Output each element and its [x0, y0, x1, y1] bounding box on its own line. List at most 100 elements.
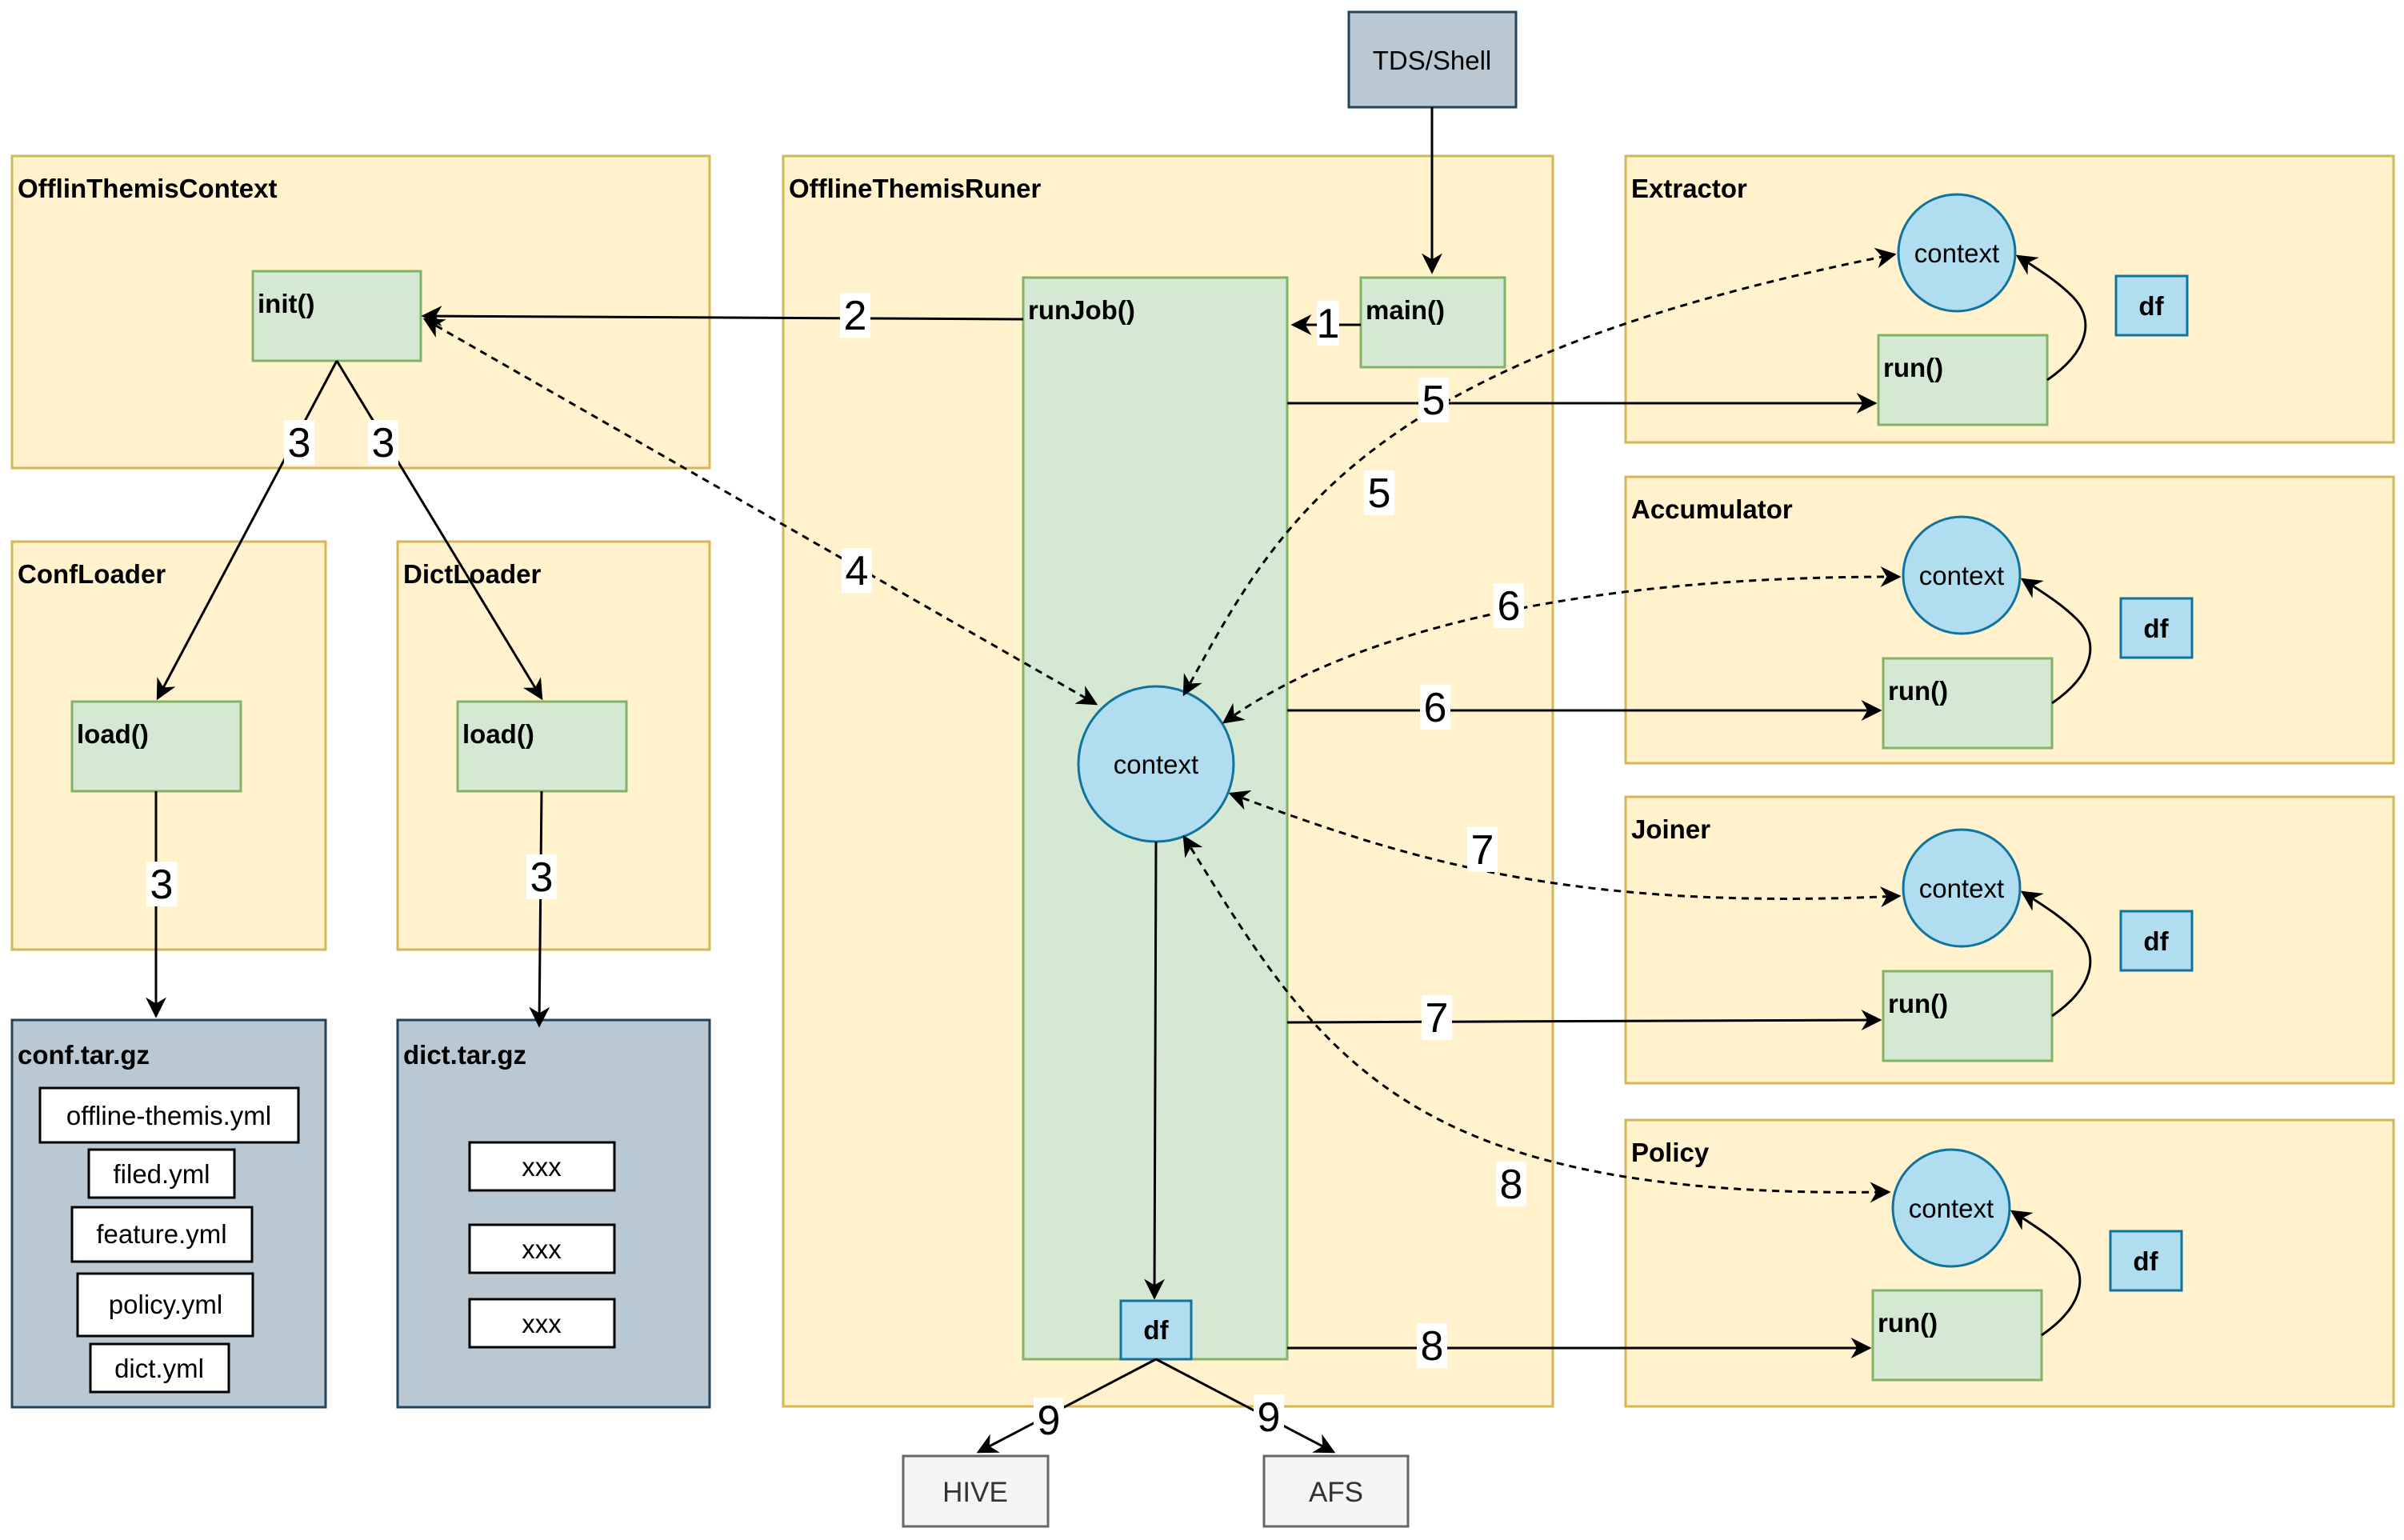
svg-text:runJob(): runJob(): [1028, 295, 1135, 325]
svg-text:9: 9: [1258, 1394, 1281, 1441]
step-label-7-run: 7: [1422, 995, 1452, 1042]
dict-archive: dict.tar.gz xxx xxx xxx: [396, 1018, 711, 1409]
svg-text:run(): run(): [1878, 1308, 1938, 1338]
archive-title: conf.tar.gz: [18, 1040, 150, 1070]
step-label-3-dict-file: 3: [526, 854, 557, 901]
svg-text:main(): main(): [1366, 295, 1445, 325]
extractor-df-node: df: [2114, 274, 2189, 337]
step-label-3-dict: 3: [368, 420, 398, 466]
svg-text:run(): run(): [1888, 989, 1948, 1018]
conf-load-method-box: load(): [70, 700, 242, 793]
step-label-5-run: 5: [1418, 378, 1449, 424]
step-label-1: 1: [1317, 301, 1340, 347]
main-method-box: main(): [1359, 276, 1506, 369]
dict-file-3: xxx: [468, 1298, 616, 1349]
file-feature-yml: feature.yml: [70, 1206, 254, 1263]
svg-text:xxx: xxx: [522, 1309, 562, 1338]
svg-text:1: 1: [1317, 301, 1340, 347]
file-offline-themis-yml: offline-themis.yml: [38, 1086, 300, 1144]
svg-text:run(): run(): [1883, 353, 1943, 382]
svg-text:offline-themis.yml: offline-themis.yml: [66, 1101, 271, 1130]
svg-text:9: 9: [1038, 1398, 1061, 1444]
tds-shell-node: TDS/Shell: [1347, 10, 1518, 109]
svg-text:dict.yml: dict.yml: [114, 1354, 204, 1383]
container-title: ConfLoader: [18, 559, 166, 589]
init-method-box: init(): [251, 270, 422, 362]
step-label-4: 4: [842, 548, 872, 594]
extractor-run-method-box: run(): [1877, 334, 2049, 426]
svg-text:context: context: [1919, 561, 2004, 590]
accumulator-run-method-box: run(): [1882, 657, 2054, 750]
container-title: OfflineThemisRuner: [789, 174, 1042, 203]
dashed-init-to-context: [422, 318, 1098, 706]
svg-text:4: 4: [846, 548, 869, 594]
svg-text:8: 8: [1421, 1323, 1444, 1370]
svg-text:6: 6: [1424, 685, 1447, 731]
svg-text:2: 2: [844, 293, 867, 339]
svg-text:8: 8: [1500, 1162, 1523, 1208]
svg-text:7: 7: [1471, 827, 1494, 874]
step-label-5-context: 5: [1364, 470, 1394, 517]
svg-text:df: df: [2133, 1246, 2158, 1276]
arrow-dict-load-to-archive: [529, 790, 550, 1028]
svg-text:xxx: xxx: [522, 1152, 562, 1182]
svg-text:feature.yml: feature.yml: [96, 1219, 226, 1249]
svg-text:context: context: [1909, 1194, 1994, 1223]
dict-file-1: xxx: [468, 1141, 616, 1192]
svg-text:load(): load(): [77, 719, 149, 749]
svg-text:5: 5: [1422, 378, 1446, 424]
joiner-df-node: df: [2119, 910, 2194, 972]
afs-node: AFS: [1262, 1454, 1410, 1528]
policy-run-method-box: run(): [1871, 1289, 2043, 1382]
svg-text:3: 3: [530, 854, 554, 901]
svg-text:df: df: [2143, 614, 2169, 643]
joiner-run-method-box: run(): [1882, 970, 2054, 1062]
svg-text:run(): run(): [1888, 676, 1948, 706]
container-title: Policy: [1631, 1138, 1710, 1167]
step-label-8-context: 8: [1496, 1162, 1526, 1208]
step-label-3-conf: 3: [284, 420, 314, 466]
file-filed-yml: filed.yml: [87, 1148, 236, 1199]
svg-text:3: 3: [372, 420, 395, 466]
container-title: Accumulator: [1631, 494, 1793, 524]
container-title: Extractor: [1631, 174, 1747, 203]
step-label-6-context: 6: [1494, 583, 1524, 630]
dashed-context-to-policy: [1182, 834, 1891, 1203]
step-label-9-afs: 9: [1254, 1394, 1284, 1441]
runner-context-node: context: [1077, 685, 1235, 843]
svg-text:df: df: [1143, 1315, 1169, 1345]
step-label-9-hive: 9: [1034, 1398, 1064, 1444]
svg-text:5: 5: [1368, 470, 1391, 517]
accumulator-context-node: context: [1902, 515, 2022, 635]
arrow-df-to-hive: [976, 1358, 1157, 1454]
svg-text:context: context: [1114, 750, 1198, 779]
svg-text:3: 3: [150, 862, 174, 908]
container-title: OfflinThemisContext: [18, 174, 278, 203]
svg-text:policy.yml: policy.yml: [109, 1290, 222, 1319]
file-dict-yml: dict.yml: [89, 1342, 230, 1394]
arrow-extractor-run-to-context: [2015, 254, 2087, 382]
svg-text:xxx: xxx: [522, 1234, 562, 1264]
svg-text:df: df: [2138, 291, 2164, 321]
arrow-df-to-afs: [1155, 1358, 1336, 1454]
container-title: Joiner: [1631, 814, 1710, 844]
step-label-3-conf-file: 3: [146, 862, 177, 908]
svg-text:6: 6: [1498, 583, 1521, 630]
step-label-2: 2: [840, 293, 870, 339]
svg-text:df: df: [2143, 926, 2169, 956]
arrow-accumulator-run-to-context: [2020, 578, 2092, 705]
arrow-policy-run-to-context: [2010, 1210, 2082, 1337]
svg-text:7: 7: [1426, 995, 1449, 1042]
svg-text:AFS: AFS: [1309, 1477, 1363, 1508]
file-policy-yml: policy.yml: [76, 1272, 254, 1338]
policy-df-node: df: [2109, 1230, 2183, 1292]
svg-text:context: context: [1914, 238, 1999, 268]
arrow-init-to-conf-load: [156, 360, 338, 701]
step-label-7-context: 7: [1467, 827, 1498, 874]
arrow-context-to-df: [1144, 841, 1166, 1300]
step-label-6-run: 6: [1420, 685, 1450, 731]
svg-text:HIVE: HIVE: [942, 1477, 1008, 1508]
accumulator-df-node: df: [2119, 597, 2194, 659]
dashed-context-to-extractor: [1182, 247, 1897, 697]
